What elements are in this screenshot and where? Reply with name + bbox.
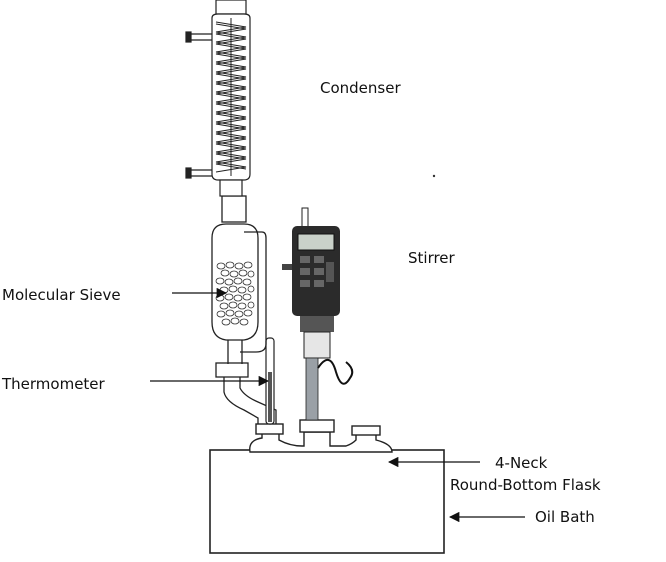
adapter-tube-icon — [215, 362, 277, 424]
sieve-beads — [215, 261, 255, 326]
molecular-sieve-label: Molecular Sieve — [2, 286, 121, 304]
condenser-label: Condenser — [320, 79, 401, 97]
speck-dot — [432, 174, 436, 178]
condenser-coil-icon — [215, 21, 247, 173]
flask-label-line2: Round-Bottom Flask — [450, 476, 601, 494]
stirrer-label: Stirrer — [408, 249, 456, 267]
flask-label-line1: 4-Neck — [495, 454, 548, 472]
oil-bath-label: Oil Bath — [535, 508, 595, 526]
oil-bath-icon — [209, 449, 445, 554]
four-neck-flask-icon — [249, 419, 393, 453]
overhead-stirrer-icon — [282, 207, 354, 421]
thermometer-label: Thermometer — [1, 375, 106, 393]
